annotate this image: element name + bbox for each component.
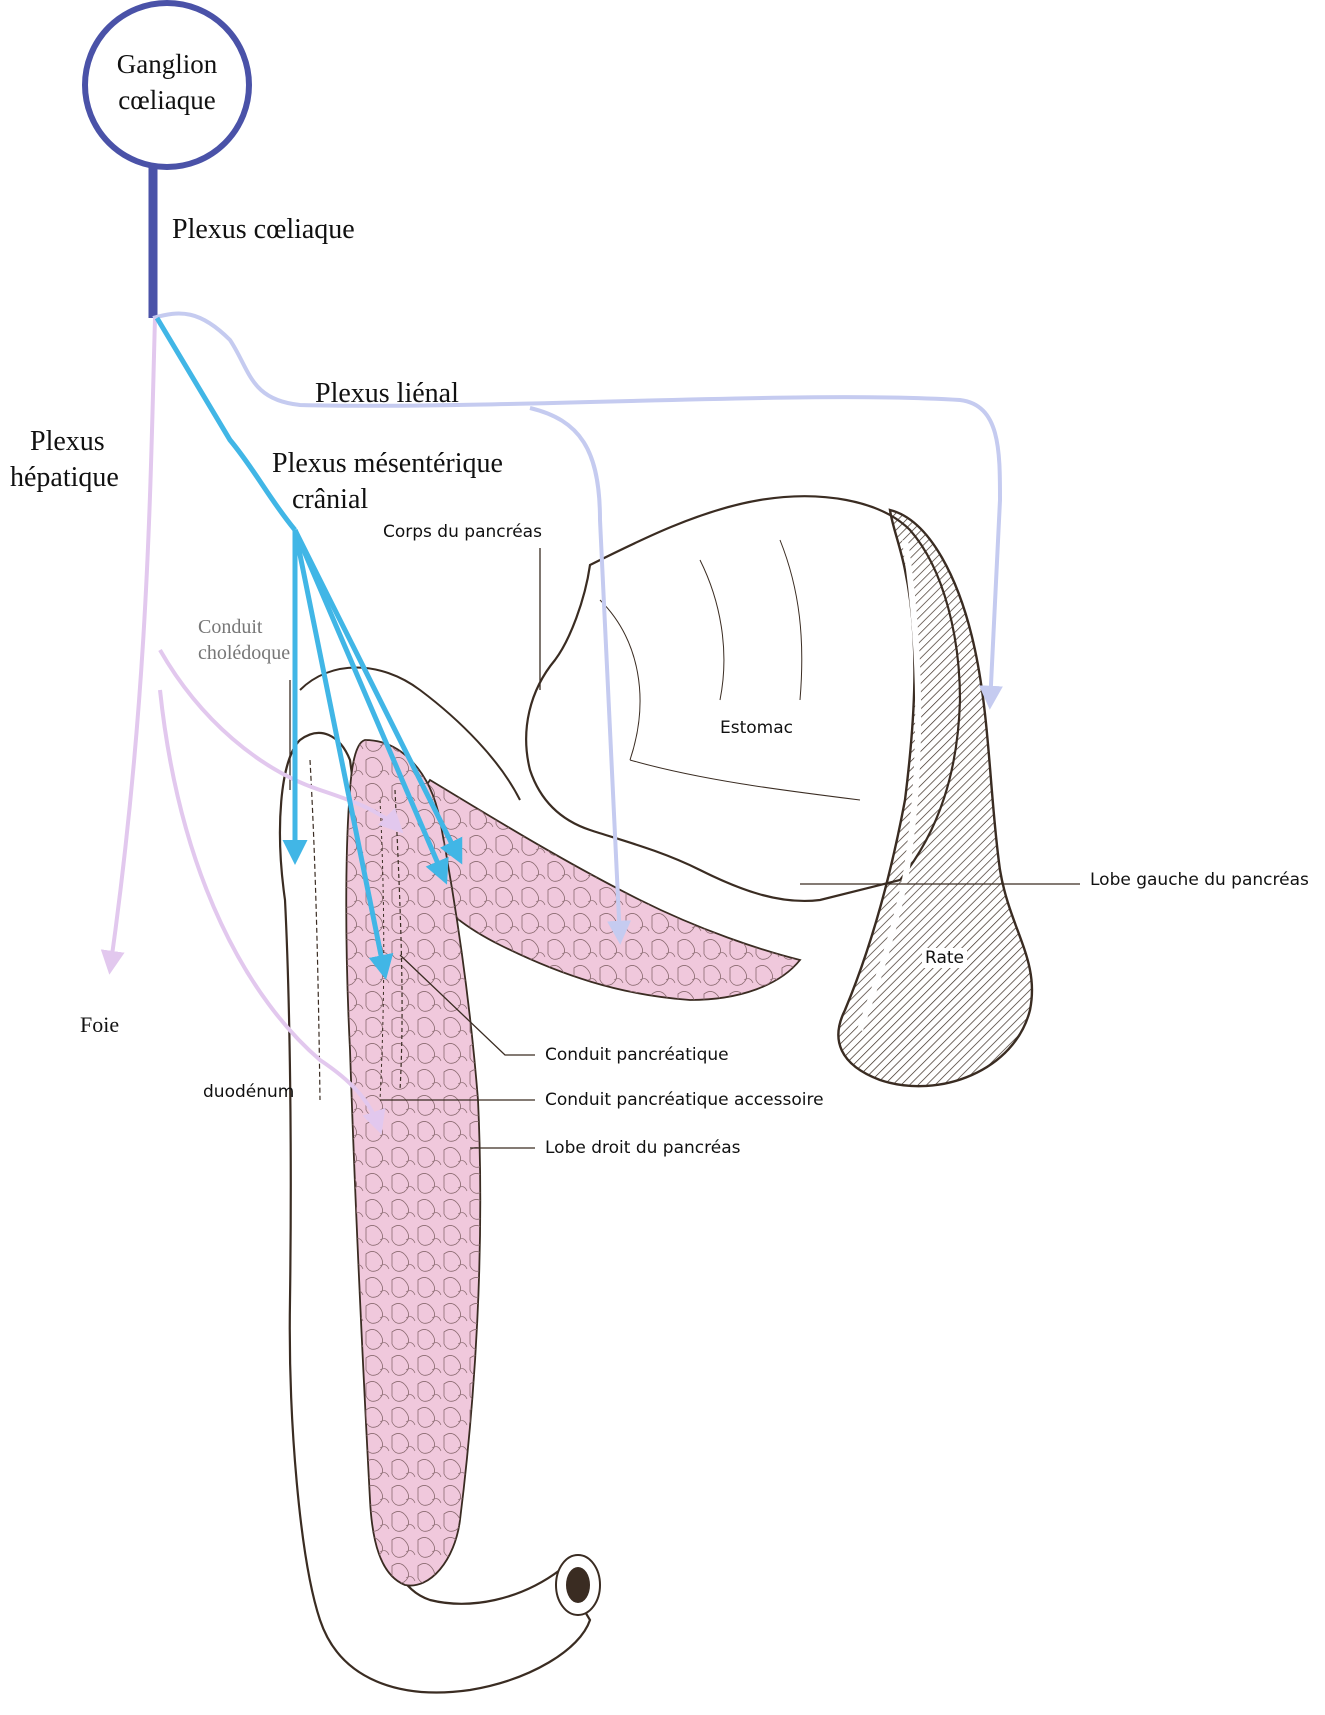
conduit-choledoque-label-2: cholédoque (198, 640, 290, 666)
duodenum-label: duodénum (203, 1082, 294, 1102)
ganglion-label-line2: cœliaque (82, 82, 252, 118)
plexus-mesenterique-label-2: crânial (292, 482, 368, 518)
conduit-choledoque-label-1: Conduit (198, 614, 262, 640)
duodenum-end-opening (556, 1555, 600, 1615)
conduit-pancreatique-label: Conduit pancréatique (545, 1045, 729, 1065)
edge-hepatique-to-foie (110, 318, 155, 970)
plexus-lienal-label: Plexus liénal (315, 376, 459, 412)
estomac-label: Estomac (720, 718, 793, 738)
rate-label: Rate (922, 948, 967, 968)
edge-mesenterique-trunk (157, 318, 295, 530)
plexus-hepatique-label-2: hépatique (10, 460, 119, 496)
conduit-pancreatique-accessoire-label: Conduit pancréatique accessoire (545, 1090, 824, 1110)
plexus-coeliaque-label: Plexus cœliaque (172, 212, 355, 248)
ganglion-label-line1: Ganglion (82, 46, 252, 82)
plexus-hepatique-label-1: Plexus (30, 424, 105, 460)
stomach-shape (526, 496, 960, 901)
plexus-mesenterique-label-1: Plexus mésentérique (272, 446, 503, 482)
ganglion-coeliaque-label: Ganglion cœliaque (82, 46, 252, 118)
corps-pancreas-label: Corps du pancréas (383, 522, 542, 542)
foie-label: Foie (80, 1012, 119, 1038)
lobe-gauche-label: Lobe gauche du pancréas (1090, 870, 1309, 890)
lobe-droit-label: Lobe droit du pancréas (545, 1138, 740, 1158)
